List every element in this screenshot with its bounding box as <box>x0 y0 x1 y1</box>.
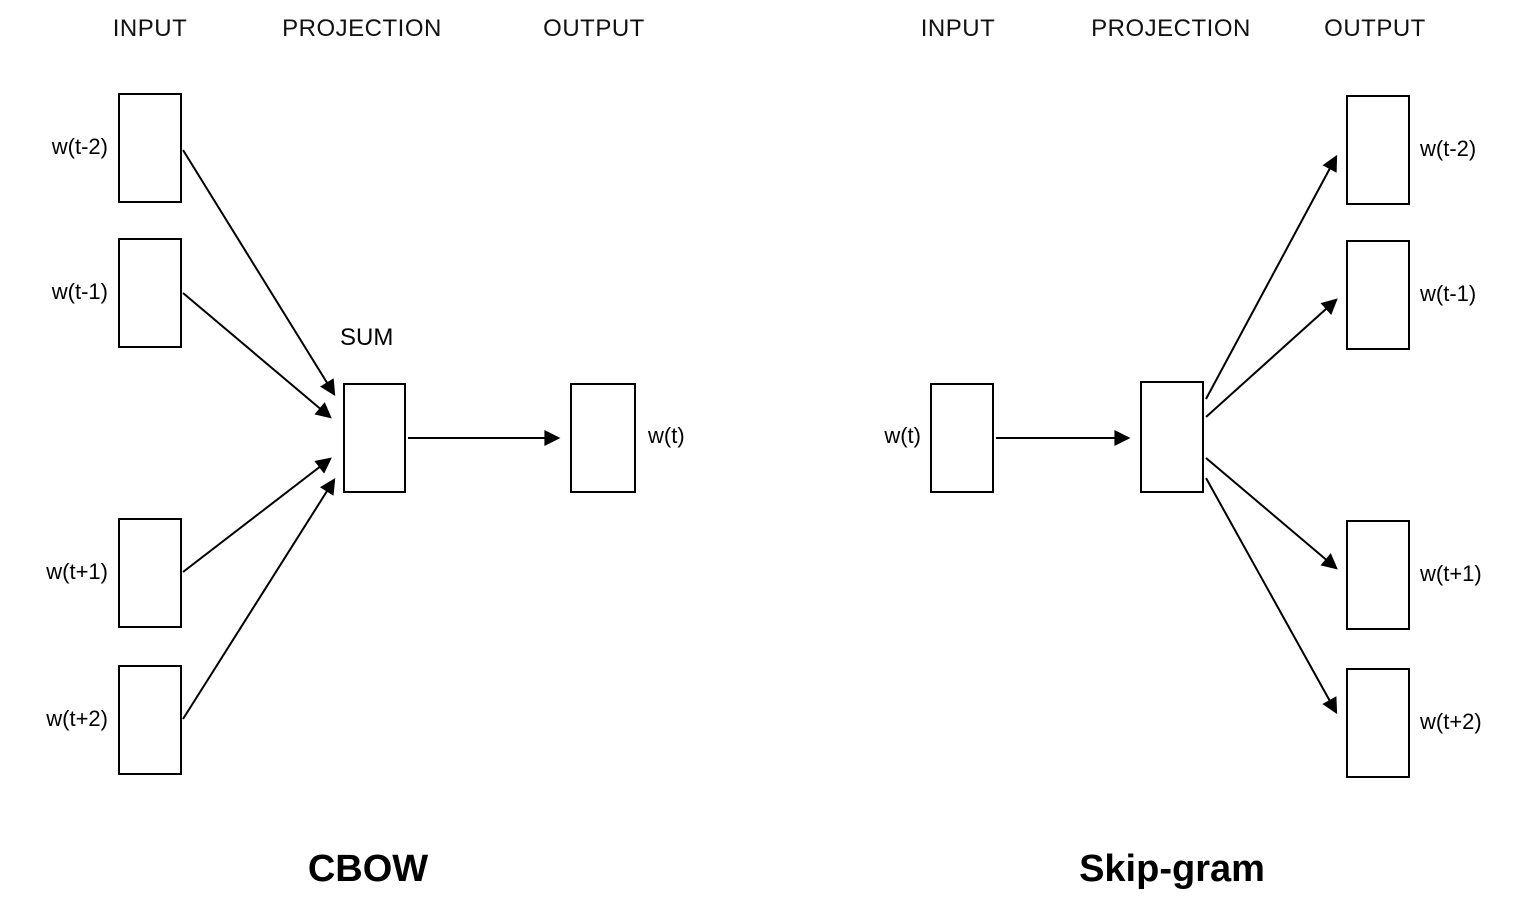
skipgram-header-output: OUTPUT <box>1324 15 1426 42</box>
cbow-input-label-1: w(t-2) <box>51 134 108 159</box>
skipgram-input-box <box>930 383 994 493</box>
cbow-input-label-2: w(t-1) <box>51 279 108 304</box>
skipgram-arrow-projection-to-output2 <box>1205 298 1338 418</box>
cbow-input-box-3 <box>118 518 182 628</box>
skipgram-input-label: w(t) <box>884 423 921 448</box>
cbow-title: CBOW <box>307 848 429 890</box>
skipgram-arrow-projection-to-output1 <box>1205 154 1338 400</box>
cbow-input-box-1 <box>118 93 182 203</box>
cbow-output-box <box>570 383 636 493</box>
skipgram-output-label-3: w(t+1) <box>1420 561 1482 586</box>
cbow-header-input: INPUT <box>112 15 188 42</box>
cbow-output-label: w(t) <box>648 423 685 448</box>
skipgram-output-box-4 <box>1346 668 1410 778</box>
cbow-arrow-input4-to-projection <box>182 477 336 720</box>
cbow-sum-label: SUM <box>340 324 394 351</box>
cbow-input-label-4: w(t+2) <box>46 706 108 731</box>
cbow-arrow-input3-to-projection <box>182 457 332 573</box>
skipgram-output-label-4: w(t+2) <box>1420 709 1482 734</box>
cbow-input-label-3: w(t+1) <box>46 559 108 584</box>
cbow-header-output: OUTPUT <box>543 15 645 42</box>
cbow-header-projection: PROJECTION <box>282 15 442 42</box>
skipgram-header-input: INPUT <box>920 15 996 42</box>
cbow-input-box-4 <box>118 665 182 775</box>
skipgram-output-box-2 <box>1346 240 1410 350</box>
skipgram-arrow-projection-to-output4 <box>1205 477 1338 715</box>
cbow-projection-box <box>343 383 406 493</box>
skipgram-output-box-1 <box>1346 95 1410 205</box>
cbow-arrow-input2-to-projection <box>182 292 332 419</box>
skipgram-output-box-3 <box>1346 520 1410 630</box>
skipgram-output-label-2: w(t-1) <box>1420 281 1477 306</box>
skipgram-title: Skip-gram <box>1079 848 1265 890</box>
cbow-arrow-input1-to-projection <box>182 149 336 397</box>
skipgram-projection-box <box>1140 381 1204 493</box>
cbow-input-box-2 <box>118 238 182 348</box>
skipgram-header-projection: PROJECTION <box>1091 15 1251 42</box>
skipgram-arrow-projection-to-output3 <box>1205 457 1338 570</box>
skipgram-output-label-1: w(t-2) <box>1420 136 1477 161</box>
